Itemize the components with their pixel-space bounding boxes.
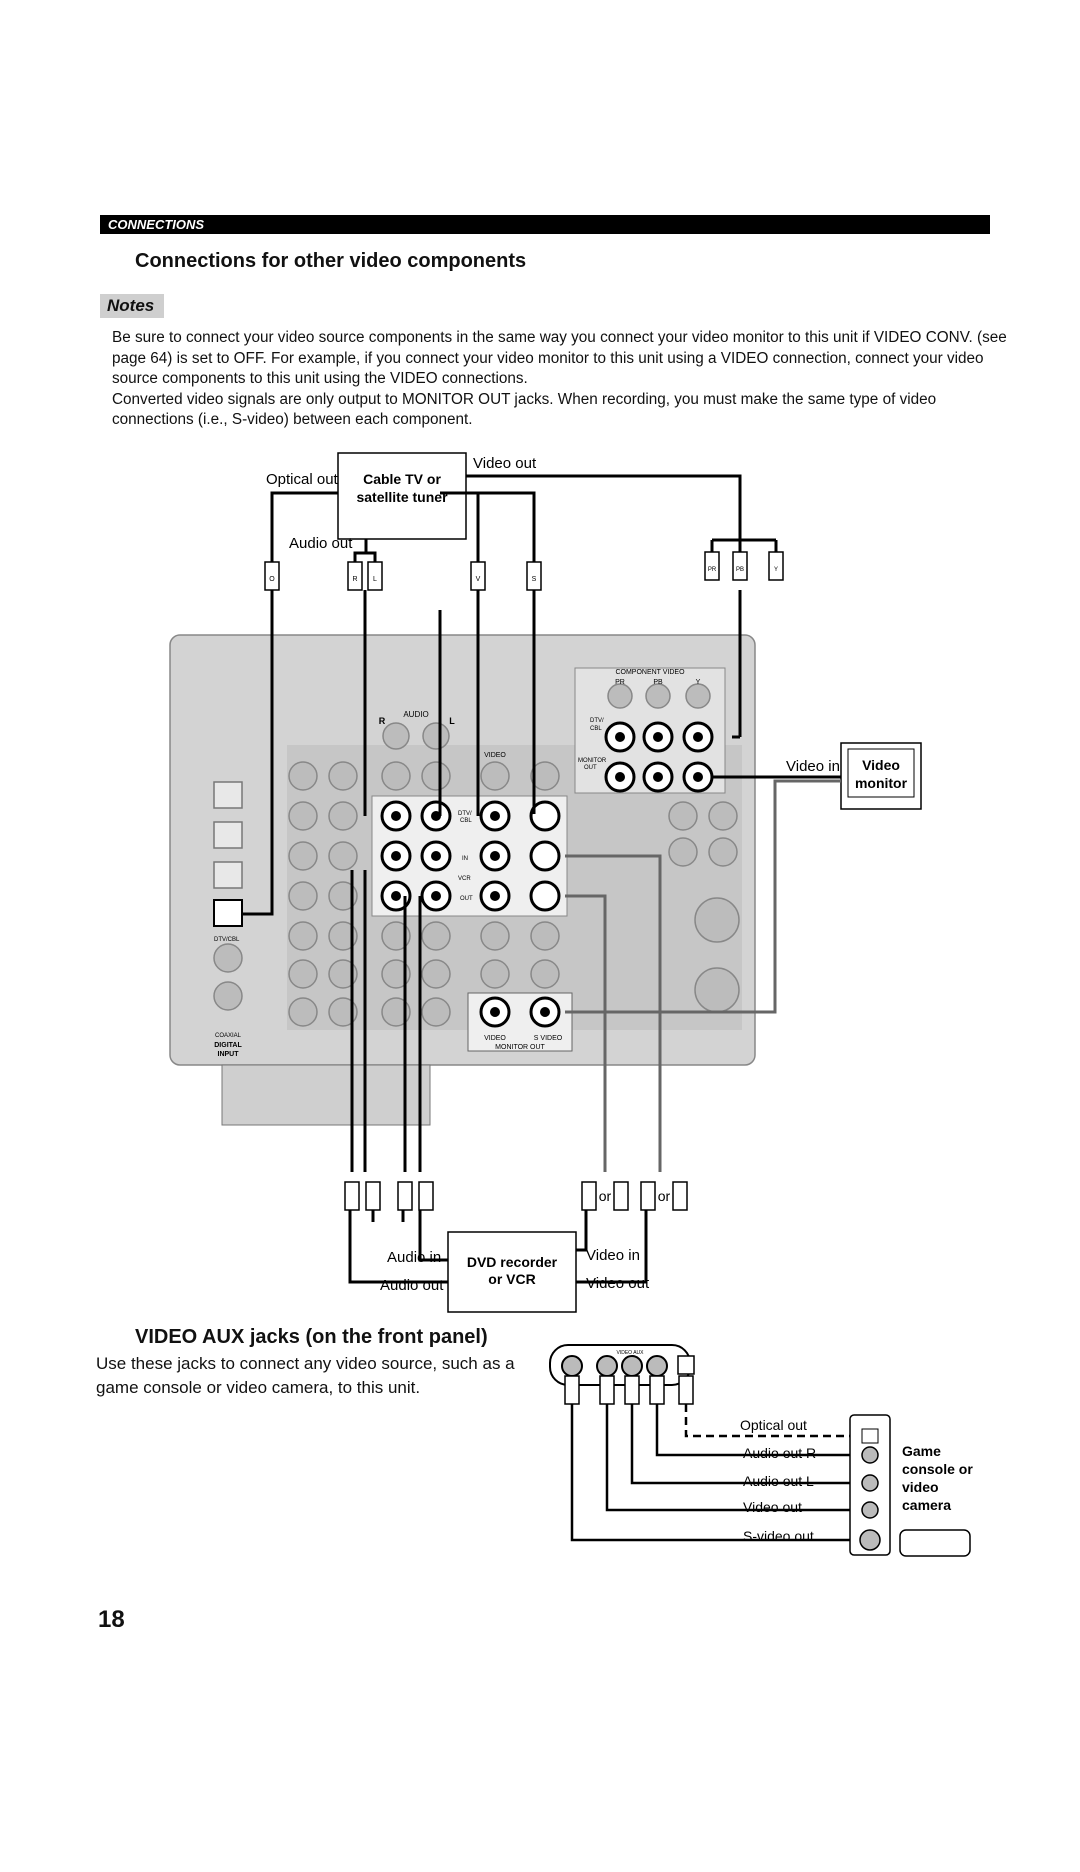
- game-console: [899, 1529, 971, 1557]
- dtv-cbl-comp-label: DTV/: [590, 718, 604, 724]
- video-aux-line: Use these jacks to connect any video sou…: [96, 1354, 515, 1373]
- notes-line: source components to this unit using the…: [112, 370, 528, 387]
- pb-label: PB: [653, 679, 663, 686]
- notes-tag: Notes: [100, 294, 164, 318]
- video-aux-panel-label: VIDEO AUX: [617, 1350, 645, 1356]
- vcr-label: VCR: [458, 876, 471, 882]
- audio-r-label: R: [379, 716, 386, 726]
- game-console-label-2: console or: [902, 1461, 973, 1477]
- notes-tag-label: Notes: [107, 296, 155, 315]
- plug-label-v: V: [476, 576, 481, 583]
- audio-out-l-label: Audio out L: [743, 1473, 814, 1489]
- video-monitor-label: Video: [862, 757, 900, 773]
- plug-label-o: O: [269, 576, 275, 583]
- game-console-label-4: camera: [902, 1497, 951, 1513]
- cables-bottom: [348, 870, 648, 1284]
- connection-diagram: COMPONENT VIDEO PR PB Y AUDIO R L VIDEO …: [169, 452, 922, 1313]
- audio-out-r-label: Audio out R: [743, 1445, 816, 1461]
- plug-label-y: Y: [774, 567, 778, 573]
- receiver-foot: [221, 1064, 431, 1126]
- video-monitor-label-2: monitor: [855, 775, 908, 791]
- pr-label: PR: [615, 679, 625, 686]
- optical-port-dtv-cbl: [213, 899, 243, 927]
- dtv-cbl-comp-label-2: CBL: [590, 726, 602, 732]
- monitor-out-label: MONITOR OUT: [495, 1044, 545, 1051]
- notes-body: Be sure to connect your video source com…: [112, 328, 1062, 431]
- audio-out-dvd-label: Audio out: [380, 1277, 444, 1294]
- cable-tv-box: [337, 452, 467, 540]
- notes-line: page 64) is set to OFF. For example, if …: [112, 349, 984, 367]
- video-aux-diagram: VIDEO AUX Optical out Audio out R Audio …: [549, 1344, 973, 1557]
- video-in-dvd-label: Video in: [586, 1247, 640, 1264]
- or-label: or: [658, 1188, 671, 1204]
- video-out-label: Video out: [473, 455, 537, 472]
- video-out-aux-label: Video out: [743, 1499, 802, 1515]
- audio-out-label: Audio out: [289, 535, 353, 552]
- video-aux-line: game console or video camera, to this un…: [96, 1378, 421, 1397]
- monitor-out-comp-label-2: OUT: [584, 765, 597, 771]
- monitor-svideo-label: S VIDEO: [534, 1035, 563, 1042]
- plug-label-s: S: [532, 576, 537, 583]
- video-in-monitor-label: Video in: [786, 758, 840, 775]
- monitor-video-label: VIDEO: [484, 1035, 506, 1042]
- page-title: Connections for other video components: [135, 250, 527, 272]
- video-aux-title: VIDEO AUX jacks (on the front panel): [135, 1326, 488, 1348]
- audio-l-label: L: [449, 716, 455, 726]
- notes-line: Be sure to connect your video source com…: [112, 329, 1007, 346]
- audio-label: AUDIO: [403, 710, 428, 719]
- section-label: CONNECTIONS: [108, 217, 205, 232]
- digital-input-label-2: INPUT: [218, 1051, 240, 1058]
- dvd-label-2: or VCR: [488, 1271, 535, 1287]
- optical-ports: [213, 781, 243, 889]
- game-console-label-3: video: [902, 1479, 939, 1495]
- plug-label-r: R: [352, 576, 357, 583]
- component-video-label: COMPONENT VIDEO: [615, 669, 685, 676]
- cable-svideo-monitor: [565, 779, 841, 1014]
- coaxial-label: COAXIAL: [215, 1033, 242, 1039]
- notes-line: connections (i.e., S-video) between each…: [112, 411, 473, 428]
- cable-tv-label: Cable TV or: [363, 471, 441, 487]
- plugs-bottom: [344, 1181, 688, 1211]
- optical-out-aux-label: Optical out: [740, 1417, 807, 1433]
- cable-tv-label-2: satellite tuner: [356, 489, 448, 505]
- plug-label-pb: PB: [736, 567, 744, 573]
- video-label: VIDEO: [484, 752, 506, 759]
- dtv-cbl-video-label-2: CBL: [460, 818, 472, 824]
- or-label: or: [599, 1188, 612, 1204]
- page-number: 18: [98, 1606, 125, 1633]
- cables-top: [242, 474, 778, 916]
- vcr-out-label: OUT: [460, 896, 473, 902]
- y-label: Y: [696, 679, 701, 686]
- section-header-bar: CONNECTIONS: [100, 215, 990, 234]
- monitor-out-comp-label: MONITOR: [578, 758, 607, 764]
- dvd-recorder-box: [447, 1231, 577, 1313]
- vcr-in-label: IN: [462, 856, 468, 862]
- plug-label-pr: PR: [708, 567, 717, 573]
- dtv-cbl-video-label: DTV/: [458, 811, 472, 817]
- svideo-out-label: S-video out: [743, 1528, 814, 1544]
- video-out-dvd-label: Video out: [586, 1275, 650, 1292]
- digital-dtvcbl-label: DTV/CBL: [214, 937, 240, 943]
- audio-in-label: Audio in: [387, 1249, 441, 1266]
- dvd-label: DVD recorder: [467, 1254, 558, 1270]
- plug-label-l: L: [373, 576, 377, 583]
- video-aux-text: Use these jacks to connect any video sou…: [96, 1352, 576, 1400]
- plugs-top: [264, 551, 784, 591]
- notes-line: Converted video signals are only output …: [112, 390, 937, 408]
- optical-out-label: Optical out: [266, 471, 339, 488]
- digital-input-label: DIGITAL: [214, 1042, 242, 1049]
- game-console-label: Game: [902, 1443, 941, 1459]
